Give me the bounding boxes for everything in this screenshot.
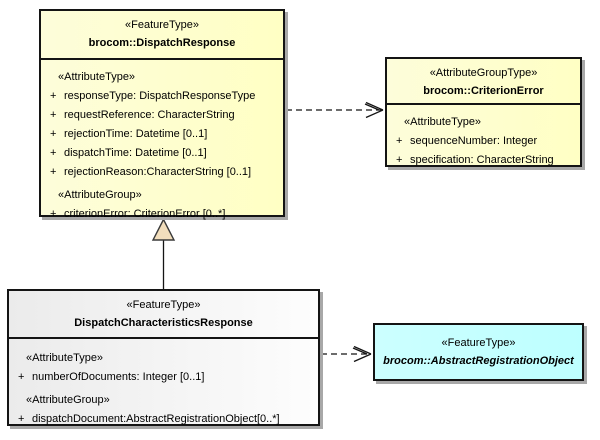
class-stereotype: «FeatureType»: [126, 299, 201, 311]
class-stereotype: «FeatureType»: [441, 337, 516, 349]
class-header: «FeatureType» DispatchCharacteristicsRes…: [9, 291, 318, 339]
visibility-plus: +: [396, 153, 403, 166]
visibility-plus: +: [18, 412, 25, 425]
class-abstract-registration-object[interactable]: «FeatureType» brocom::AbstractRegistrati…: [373, 323, 584, 381]
visibility-plus: +: [396, 134, 403, 147]
dependency-dispatchcharacteristics-to-abstractregistrationobject: [321, 345, 372, 363]
class-stereotype: «FeatureType»: [125, 19, 199, 31]
visibility-plus: +: [50, 165, 57, 178]
stereotype-row: «AttributeType»: [58, 70, 136, 83]
class-header: «AttributeGroupType» brocom::CriterionEr…: [387, 59, 580, 105]
attribute-row: + specification: CharacterString: [387, 150, 580, 169]
attribute-row: + numberOfDocuments: Integer [0..1]: [9, 367, 318, 386]
attribute-row: + dispatchTime: Datetime [0..1]: [41, 143, 283, 162]
visibility-plus: +: [50, 127, 57, 140]
class-criterion-error[interactable]: «AttributeGroupType» brocom::CriterionEr…: [385, 57, 582, 167]
dependency-dispatchresponse-to-criterionerror: [286, 101, 384, 119]
attribute-row: + dispatchDocument:AbstractRegistrationO…: [9, 409, 318, 428]
visibility-plus: +: [50, 108, 57, 121]
class-stereotype: «AttributeGroupType»: [429, 67, 538, 79]
attribute-row: + sequenceNumber: Integer: [387, 131, 580, 150]
attribute-row: + criterionError: CriterionError [0..*]: [41, 204, 283, 223]
stereotype-row: «AttributeGroup»: [58, 188, 142, 201]
attribute-row: + rejectionTime: Datetime [0..1]: [41, 124, 283, 143]
class-dispatch-response[interactable]: «FeatureType» brocom::DispatchResponse «…: [39, 9, 285, 220]
class-dispatch-characteristics-response[interactable]: «FeatureType» DispatchCharacteristicsRes…: [7, 289, 320, 426]
class-name: brocom::AbstractRegistrationObject: [383, 355, 574, 367]
attribute-row: + responseType: DispatchResponseType: [41, 86, 283, 105]
visibility-plus: +: [50, 89, 57, 102]
generalization-dispatchcharacteristics-to-dispatchresponse: [151, 217, 176, 289]
class-header: «FeatureType» brocom::DispatchResponse: [41, 11, 283, 60]
visibility-plus: +: [18, 370, 25, 383]
stereotype-row: «AttributeType»: [26, 351, 104, 364]
class-name: brocom::DispatchResponse: [88, 37, 236, 49]
class-name: brocom::CriterionError: [423, 85, 544, 97]
stereotype-row: «AttributeGroup»: [26, 393, 110, 406]
stereotype-row: «AttributeType»: [404, 115, 482, 128]
class-attributes: «AttributeType» + sequenceNumber: Intege…: [387, 105, 580, 169]
visibility-plus: +: [50, 207, 57, 220]
class-attributes: «AttributeType» + numberOfDocuments: Int…: [9, 339, 318, 428]
visibility-plus: +: [50, 146, 57, 159]
attribute-row: + rejectionReason:CharacterString [0..1]: [41, 162, 283, 181]
class-name: DispatchCharacteristicsResponse: [74, 317, 253, 329]
class-attributes: «AttributeType» + responseType: Dispatch…: [41, 60, 283, 223]
attribute-row: + requestReference: CharacterString: [41, 105, 283, 124]
